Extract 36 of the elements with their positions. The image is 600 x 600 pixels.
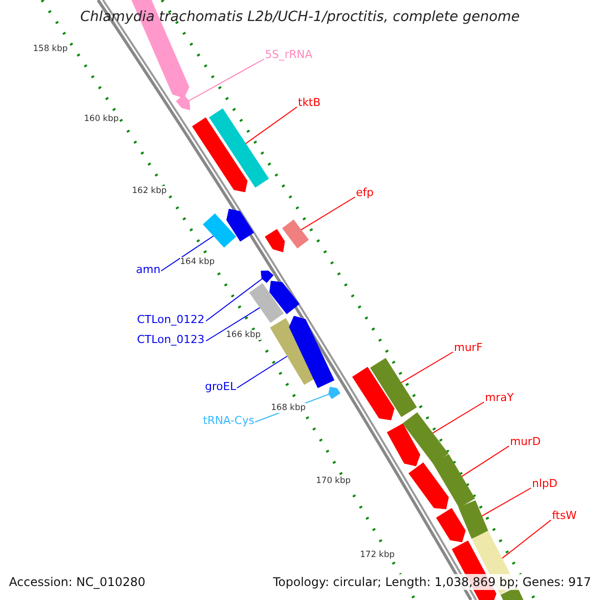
leader-line — [481, 488, 532, 517]
gene-label: efp — [356, 187, 374, 199]
leader-line — [461, 446, 510, 477]
scale-label: 162 kbp — [132, 186, 167, 196]
leader-line — [236, 356, 288, 388]
scale-label: 168 kbp — [271, 403, 306, 413]
scale-label: 164 kbp — [180, 257, 215, 267]
gene-label: tRNA-Cys — [203, 415, 254, 427]
accession-text: Accession: NC_010280 — [9, 574, 146, 590]
scale-label: 170 kbp — [316, 476, 351, 486]
leader-line — [188, 58, 264, 102]
gene-label: CTLon_0123 — [137, 334, 205, 346]
gene-label: amn — [136, 264, 160, 276]
genome-summary-text: Topology: circular; Length: 1,038,869 bp; Genes: 917 — [273, 574, 592, 590]
gene-label: tktB — [298, 97, 321, 109]
gene-label: mraY — [485, 392, 514, 404]
gene-label: 5S_rRNA — [265, 49, 312, 61]
gene-label: CTLon_0122 — [137, 314, 205, 326]
scale-label: 160 kbp — [84, 114, 119, 124]
gene-label: nlpD — [532, 478, 558, 490]
scale-label: 158 kbp — [33, 44, 68, 54]
leader-line — [400, 352, 454, 384]
title: Chlamydia trachomatis L2b/UCH-1/proctitis, complete genome — [79, 9, 521, 26]
scale-label: 166 kbp — [226, 330, 261, 340]
leader-line — [502, 520, 552, 559]
leader-line — [432, 402, 484, 434]
gene-label: murD — [510, 436, 541, 448]
leader-line — [160, 235, 214, 272]
gene-label: ftsW — [552, 510, 577, 522]
gene-label: murF — [454, 342, 483, 354]
scale-label: 172 kbp — [360, 550, 395, 560]
leader-line — [245, 106, 298, 144]
gene-label: groEL — [205, 381, 236, 393]
leader-line — [206, 307, 260, 342]
leader-line — [206, 278, 263, 322]
leader-line — [300, 196, 356, 230]
